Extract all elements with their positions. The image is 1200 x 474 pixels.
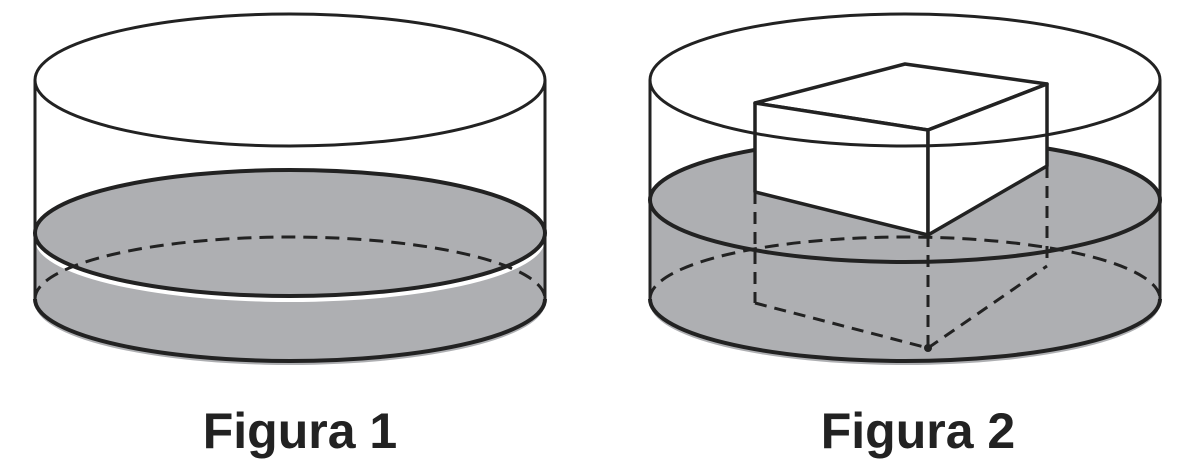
figure-1-top-rim (33, 12, 547, 148)
block (753, 62, 1049, 237)
figure-1-water-surface (33, 168, 547, 298)
block-submerged-edges (753, 166, 1049, 350)
figure-1-caption: Figura 1 (203, 403, 397, 459)
figure-1-bottom-front-edge (33, 298, 547, 363)
figure-2-bottom-back-edge (648, 235, 1162, 300)
block-side-face (926, 82, 1049, 237)
figure-2-caption: Figura 2 (821, 403, 1015, 459)
figure-1 (33, 12, 547, 365)
figure-1-bottom-back-edge (33, 235, 547, 300)
figure-1-water-body (35, 240, 545, 365)
figure-2-water-body (650, 200, 1160, 365)
block-bottom-vertex (924, 344, 932, 352)
figure-2 (648, 12, 1162, 365)
figure-2-bottom-front-edge (648, 298, 1162, 363)
